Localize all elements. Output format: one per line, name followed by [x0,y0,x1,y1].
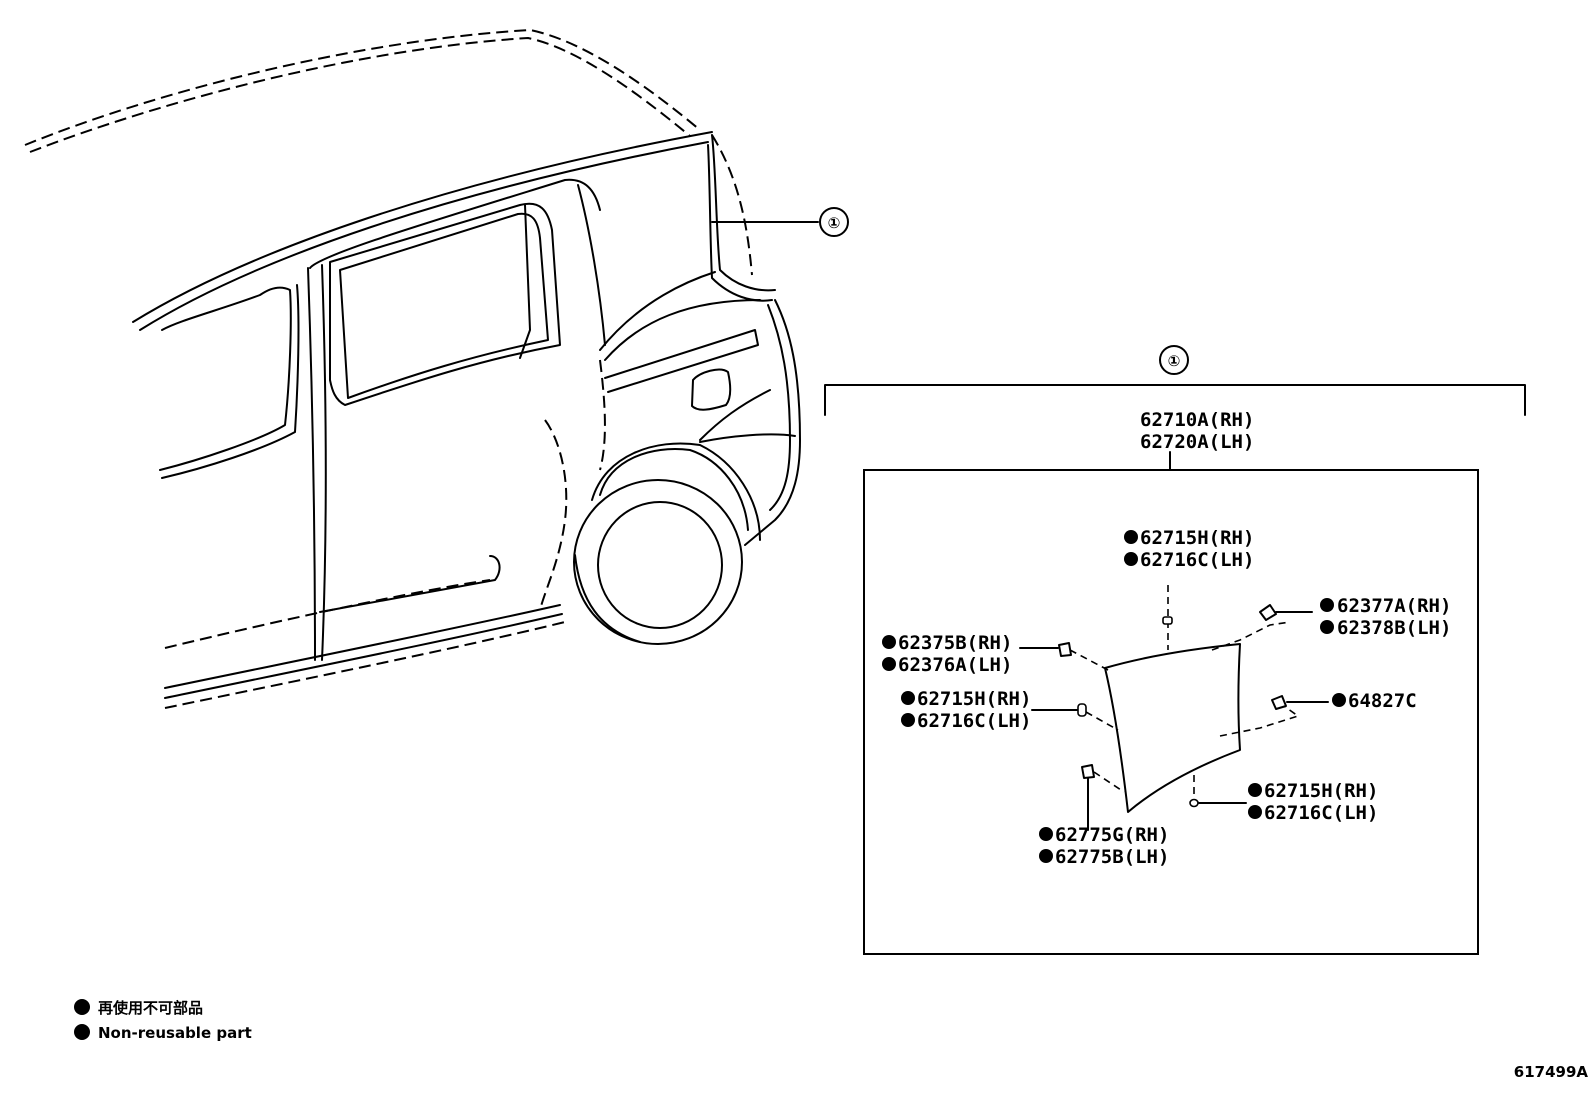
part-bottom-right-lh: 62716C(LH) [1264,802,1378,824]
part-labels: 62715H(RH) 62716C(LH) 62377A(RH) 62378B(… [882,527,1451,868]
legend-jp: 再使用不可部品 [98,999,203,1017]
callout-marker-vehicle: ① [819,207,849,237]
legend: 再使用不可部品 Non-reusable part [74,999,252,1042]
part-mid-left-rh: 62715H(RH) [917,688,1031,710]
svg-text:①: ① [828,214,841,232]
part-clip-left-rh: 62375B(RH) [898,632,1012,654]
part-clip-left-lh: 62376A(LH) [898,654,1012,676]
assembly-part-lh: 62720A(LH) [1140,431,1254,453]
part-mid-left-lh: 62716C(LH) [917,710,1031,732]
part-top-lh: 62716C(LH) [1140,549,1254,571]
part-bottom-right-rh: 62715H(RH) [1264,780,1378,802]
bullet-icon [74,999,90,1015]
part-clip-right-rh: 62377A(RH) [1337,595,1451,617]
callout-marker-assembly: ① [1168,352,1181,370]
part-clip-mid-right: 64827C [1348,690,1417,712]
legend-en: Non-reusable part [98,1024,252,1042]
part-bottom-left-lh: 62775B(LH) [1055,846,1169,868]
detail-frame [863,469,1479,955]
bullet-icon [74,1024,90,1040]
detail-panel [1019,585,1329,831]
part-clip-right-lh: 62378B(LH) [1337,617,1451,639]
assembly-bracket: ① 62710A(RH) 62720A(LH) [824,345,1526,955]
figure-id: 617499A [1514,1063,1589,1081]
part-top-rh: 62715H(RH) [1140,527,1254,549]
part-bottom-left-rh: 62775G(RH) [1055,824,1169,846]
assembly-part-rh: 62710A(RH) [1140,409,1254,431]
vehicle-illustration [24,28,819,709]
